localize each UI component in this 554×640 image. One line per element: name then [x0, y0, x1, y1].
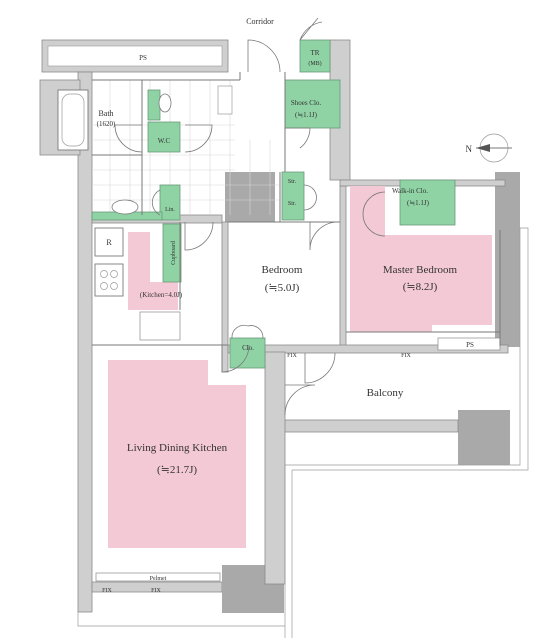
master-bedroom-label: Master Bedroom [383, 264, 458, 276]
bath-door [114, 124, 143, 153]
north-label: N [466, 144, 473, 154]
shoes-closet [284, 79, 341, 129]
stove [94, 263, 124, 297]
bedroom-size-label: (≒5.0J) [265, 282, 300, 294]
cupboard [162, 223, 182, 283]
shoes-clo-size-label: (≒1.1J) [295, 111, 318, 119]
walkin-door [362, 191, 386, 237]
kitchen-fill [128, 232, 178, 310]
bathtub [57, 89, 89, 151]
bed-balcony-door [304, 352, 336, 384]
ldk-door [221, 344, 250, 373]
wc-upper [147, 89, 161, 121]
ldk-label: Living Dining Kitchen [127, 442, 228, 454]
ldk-balcony-door [284, 384, 316, 416]
bath-size-label: (1620) [97, 120, 116, 128]
refrigerator-label: R [106, 238, 112, 247]
entrance-door [247, 39, 281, 73]
wc-label: W.C [158, 137, 171, 145]
master-bedroom-size-label: (≒8.2J) [403, 281, 438, 293]
toilet [158, 93, 172, 113]
exterior-walls [39, 39, 520, 613]
lin-label: Lin. [165, 207, 175, 213]
tr-mb-closet [299, 39, 331, 73]
shoes-clo-label: Shoes Clo. [291, 99, 322, 107]
cupboard-label: Cupboard [171, 241, 177, 265]
mb-label: (MB) [308, 60, 321, 67]
fixtures [57, 85, 501, 582]
wc-block [147, 121, 181, 153]
fix-label-1: FIX [287, 353, 297, 359]
clo-label: Clo. [242, 344, 254, 352]
corridor-label: Corridor [246, 17, 274, 26]
str-door [303, 184, 317, 211]
bedroom-label: Bedroom [262, 264, 303, 276]
shoes-door [285, 127, 311, 149]
terrace-outline [77, 227, 529, 638]
fix-label-2: FIX [401, 353, 411, 359]
fix-label-3: FIX [102, 588, 112, 594]
washbasin [111, 199, 139, 215]
lin-door [151, 189, 161, 216]
kitchen-counter [139, 311, 181, 341]
clo-door [231, 324, 264, 339]
pelmet-label: Pelmet [150, 576, 167, 582]
ps-top-label: PS [139, 54, 147, 62]
hall-door [184, 221, 214, 251]
north-arrow [476, 133, 512, 163]
pelmet-strip [95, 572, 221, 582]
room-fills [108, 186, 492, 548]
ldk-fill [108, 360, 246, 548]
str-closet [281, 171, 305, 221]
str-label-2: Str. [288, 201, 297, 207]
bath-label: Bath [98, 109, 113, 118]
tr-label: TR [311, 49, 320, 57]
interior-walls [92, 72, 501, 346]
walk-in-closet [399, 179, 456, 226]
washer-space [217, 85, 233, 115]
str-label-1: Str. [288, 179, 297, 185]
walk-in-clo-label: Walk-in Clo. [392, 187, 428, 195]
bedroom-door [309, 221, 339, 251]
ldk-size-label: (≒21.7J) [157, 464, 197, 476]
master-bedroom-fill [350, 186, 492, 332]
doors [114, 17, 386, 416]
ps-balcony-label: PS [466, 341, 474, 349]
linen-closet [159, 184, 181, 221]
tr-door [299, 17, 323, 41]
refrigerator-box [94, 227, 124, 257]
kitchen-label: (Kitchen=4.0J) [140, 291, 183, 299]
labels: Corridor PS TR (MB) Bath (1620) Shoes Cl… [97, 17, 474, 594]
walk-in-clo-size-label: (≒1.1J) [407, 199, 430, 207]
wc-door [184, 124, 213, 153]
fix-label-4: FIX [151, 588, 161, 594]
balcony-label: Balcony [367, 387, 404, 399]
